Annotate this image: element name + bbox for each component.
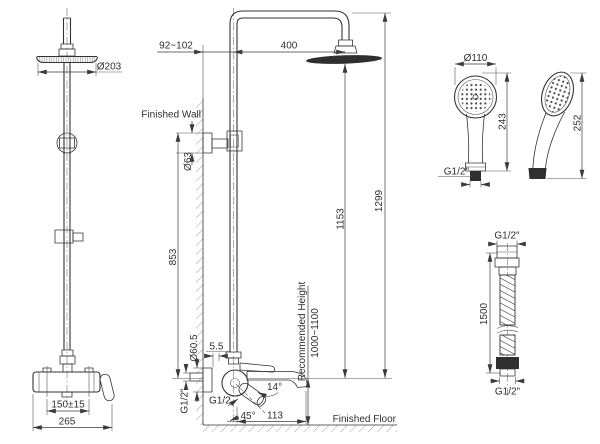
outlet-thread-label: G1/2 (209, 396, 231, 407)
dim-handshower-thread: G1/2" (438, 167, 490, 188)
dim-inlet-spacing: 150±15 (46, 399, 90, 415)
hose-view: G1/2" G1/2" (479, 231, 526, 398)
dim-label-handshower-diameter: Ø110 (464, 53, 488, 64)
dim-top-offsets: 92~102 400 (157, 41, 346, 55)
handshower-head-side (540, 71, 575, 117)
dim-head-height: 1153 (336, 63, 348, 379)
handshower-thread-label: G1/2" (444, 167, 470, 178)
handshower-front-view: Ø110 G1/2" 243 (438, 53, 511, 188)
front-view: Ø203 150±15 265 (32, 8, 122, 431)
dim-label-spout-reach: 113 (267, 411, 283, 422)
dim-label-head-height: 1153 (336, 208, 347, 230)
dim-label-bracket-height: 853 (168, 248, 179, 265)
dim-flange: Ø63 (176, 121, 203, 171)
valve-front (32, 349, 115, 402)
dim-handshower-diameter: Ø110 (454, 53, 497, 85)
spout-angle-label: 14° (267, 382, 282, 393)
dim-escutcheon: Ø60.5 (189, 334, 203, 402)
dim-total-height: 1299 (352, 12, 391, 379)
spout (246, 371, 309, 388)
riser-and-gooseneck (229, 10, 358, 352)
rain-head-front (36, 56, 98, 63)
dim-label-handshower-length: 243 (498, 113, 509, 130)
dim-handshower-length: 243 (482, 72, 511, 172)
finished-floor-label: Finished Floor (333, 414, 397, 425)
dim-label-escutcheon: Ø60.5 (189, 334, 200, 362)
side-view: Finished Wall Finished Floor (141, 8, 397, 432)
dim-label-flange: Ø63 (183, 152, 194, 171)
dim-handshower-side-length: 252 (547, 72, 587, 179)
dim-gap: 5.5 (204, 342, 229, 367)
recommended-height-label: Recommended Height (297, 282, 308, 382)
handshower-handle-front (465, 113, 486, 181)
dim-spout-angle: 14° (257, 382, 282, 399)
hose-bottom-connector (496, 357, 519, 377)
dim-label-total-height: 1299 (374, 189, 385, 212)
dim-supply-thread: G1/2" (180, 363, 191, 414)
finished-wall-label: Finished Wall (141, 110, 201, 121)
dim-head-diameter: Ø203 (37, 62, 122, 76)
dim-outlet-thread: G1/2 (209, 396, 239, 407)
slider-knob (56, 132, 78, 154)
dim-valve-width: 265 (32, 394, 113, 431)
dim-label-hose-length: 1500 (479, 302, 490, 325)
valve-handle-front (99, 373, 115, 402)
dim-hose-length: 1500 (479, 252, 501, 374)
valve-lever (239, 362, 275, 373)
hose-thread-top-label: G1/2" (494, 231, 520, 242)
hose-thread-bottom-label: G1/2" (495, 387, 521, 398)
wall-bracket (202, 130, 243, 154)
handshower-handle-side (528, 111, 565, 179)
hose-top-connector (494, 245, 520, 276)
handshower-side-view: 252 (528, 71, 587, 179)
dim-label-valve-width: 265 (59, 417, 76, 428)
dim-label-head-diameter: Ø203 (97, 62, 122, 73)
dim-label-gap: 5.5 (210, 342, 224, 353)
dim-holder-angle: 45° (229, 411, 256, 422)
dim-hose-thread-top: G1/2" (488, 231, 526, 247)
dim-recommended-height: Recommended Height 1000~1100 (297, 282, 321, 426)
front-riser-pipe (63, 63, 71, 350)
dim-label-arm-reach: 400 (281, 41, 298, 52)
supply-thread-label: G1/2" (180, 388, 191, 414)
dim-label-inlet-spacing: 150±15 (51, 400, 85, 411)
holder-angle-label: 45° (241, 411, 256, 422)
dim-label-handshower-side-length: 252 (573, 114, 584, 131)
dim-hose-thread-bottom: G1/2" (490, 377, 525, 398)
rain-head-side (306, 55, 382, 64)
hose-flex-body (496, 274, 519, 356)
finished-floor (203, 424, 397, 432)
dim-spout-reach: 113 (227, 391, 307, 424)
recommended-height-range: 1000~1100 (310, 308, 321, 358)
dim-label-wall-offset: 92~102 (159, 41, 193, 52)
dim-bracket-height: 853 (168, 132, 181, 379)
slider-holder (54, 229, 84, 244)
escutcheon (202, 367, 213, 393)
handshower-head-front (453, 75, 498, 119)
